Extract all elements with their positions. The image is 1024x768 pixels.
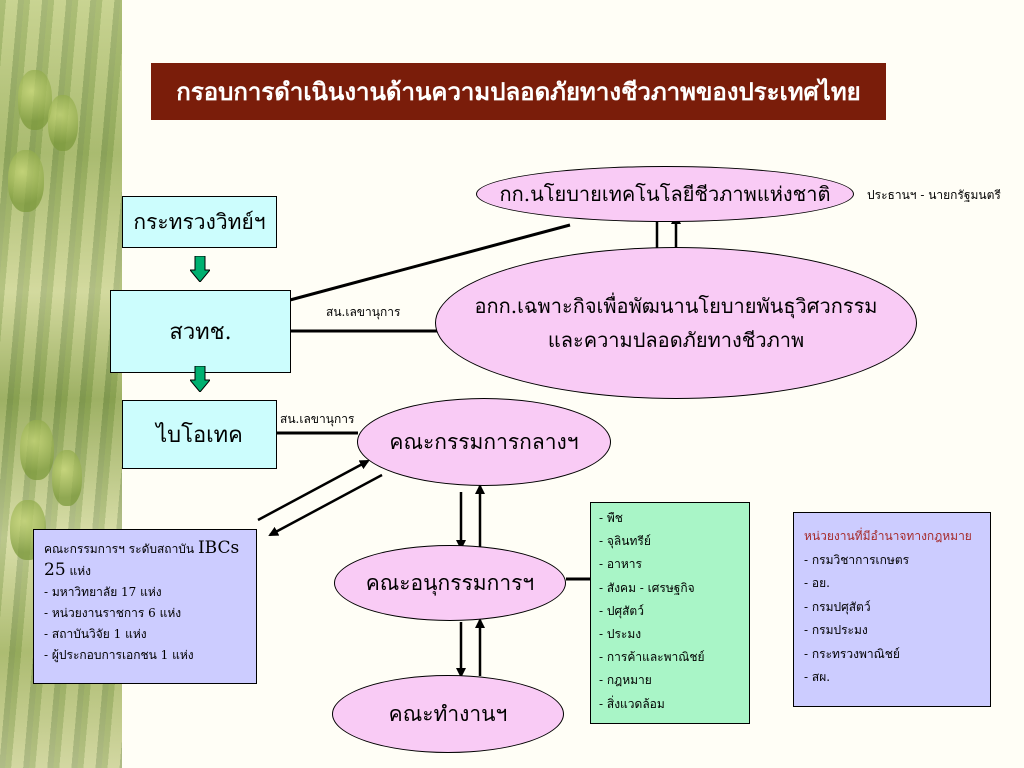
list-item: - กรมประมง (804, 623, 868, 637)
green-down-arrow-icon (188, 365, 212, 396)
arrow-central-to-ibc (268, 473, 383, 537)
list-item: - การค้าและพาณิชย์ (599, 650, 705, 665)
ibc-heading-text: คณะกรรมการฯ ระดับสถาบัน (44, 542, 198, 556)
secretariat-label-2: สน.เลขานุการ (280, 412, 355, 426)
ibc-heading: คณะกรรมการฯ ระดับสถาบัน IBCs (44, 538, 246, 560)
list-item: - อย. (804, 576, 830, 590)
ibc-count-unit: แห่ง (65, 564, 91, 578)
line-nstda-to-national-committee (289, 223, 571, 302)
committee-chair-note: ประธานฯ - นายกรัฐมนตรี (867, 188, 1001, 202)
list-item: - ปศุสัตว์ (599, 603, 644, 618)
ibc-count-number: 25 (44, 560, 66, 580)
fields-box: - พืช - จุลินทรีย์ - อาหาร - สังคม - เศร… (590, 502, 750, 724)
list-item: - อาหาร (599, 557, 642, 572)
list-item: - มหาวิทยาลัย 17 แห่ง (44, 585, 162, 599)
ministry-box: กระทรวงวิทย์ฯ (122, 196, 277, 248)
papaya-fruit-decoration (18, 70, 52, 130)
list-item: - สผ. (804, 670, 831, 684)
subcommittee-line-2: และความปลอดภัยทางชีวภาพ (547, 328, 805, 352)
papaya-fruit-decoration (52, 450, 82, 506)
list-item: - กรมวิชาการเกษตร (804, 552, 910, 567)
subcommittees: คณะอนุกรรมการฯ (334, 545, 566, 621)
list-item: - กระทรวงพาณิชย์ (804, 646, 900, 661)
list-item: - ผู้ประกอบการเอกชน 1 แห่ง (44, 648, 194, 662)
list-item: - สิ่งแวดล้อม (599, 696, 665, 711)
ibc-count: 25 แห่ง (44, 560, 246, 582)
page-title: กรอบการดำเนินงานด้านความปลอดภัยทางชีวภาพ… (151, 63, 886, 120)
list-item: - กรมปศุสัตว์ (804, 599, 871, 614)
list-item: - หน่วยงานราชการ 6 แห่ง (44, 606, 182, 620)
national-biotech-policy-committee: กก.นโยบายเทคโนโลยีชีวภาพแห่งชาติ (476, 166, 854, 222)
nstda-box: สวทช. (110, 290, 291, 373)
legal-authority-box: หน่วยงานที่มีอำนาจทางกฎหมาย - กรมวิชาการ… (793, 512, 991, 707)
ibc-box: คณะกรรมการฯ ระดับสถาบัน IBCs 25 แห่ง - ม… (33, 529, 257, 684)
list-item: - พืช (599, 511, 623, 525)
papaya-fruit-decoration (20, 420, 54, 480)
biotec-box: ไบโอเทค (122, 400, 277, 469)
arrow-ibc-to-central (257, 459, 370, 522)
central-committee: คณะกรรมการกลางฯ (357, 398, 611, 486)
list-item: - กฎหมาย (599, 673, 652, 688)
list-item: - จุลินทรีย์ (599, 534, 651, 549)
papaya-fruit-decoration (48, 95, 78, 151)
authority-heading: หน่วยงานที่มีอำนาจทางกฎหมาย (804, 529, 972, 543)
working-group: คณะทำงานฯ (332, 675, 564, 753)
genetic-engineering-subcommittee: อกก.เฉพาะกิจเพื่อพัฒนานโยบายพันธุวิศวกรร… (435, 247, 917, 399)
subcommittee-line-1: อกก.เฉพาะกิจเพื่อพัฒนานโยบายพันธุวิศวกรร… (474, 294, 878, 318)
green-down-arrow-icon (188, 255, 212, 286)
papaya-fruit-decoration (8, 150, 44, 212)
list-item: - ประมง (599, 627, 642, 642)
secretariat-label-1: สน.เลขานุการ (326, 305, 401, 319)
ibc-heading-abbrev: IBCs (197, 538, 240, 558)
list-item: - สถาบันวิจัย 1 แห่ง (44, 627, 147, 641)
list-item: - สังคม - เศรษฐกิจ (599, 580, 695, 595)
